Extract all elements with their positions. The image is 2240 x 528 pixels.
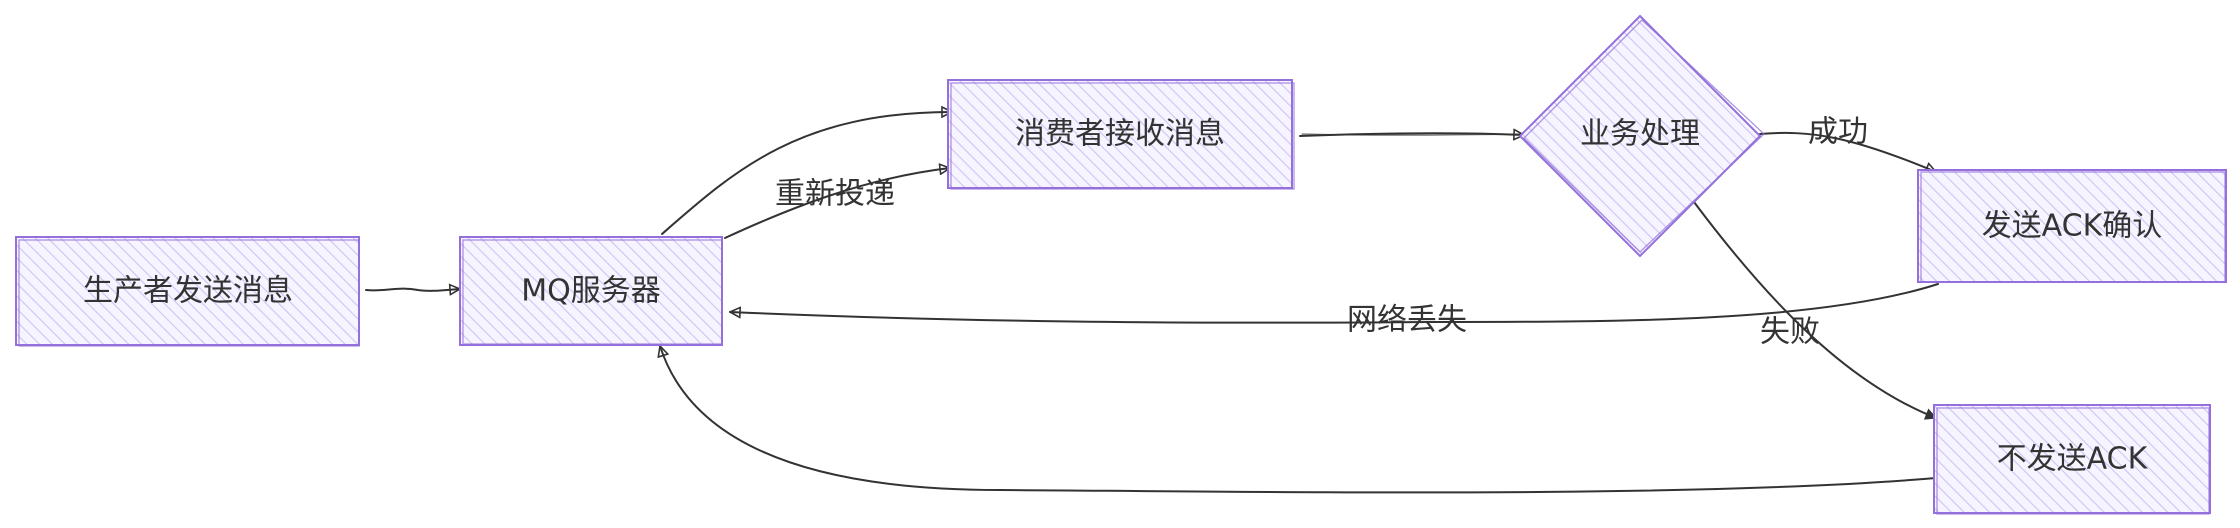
edge-consumer-to-business-sketch [1301,133,1523,136]
edge-business-to-ack [1759,131,1936,172]
business-label: 业务处理 [1580,117,1700,152]
node-producer: 生产者发送消息 [15,236,360,347]
consumer-label: 消费者接收消息 [1015,117,1225,152]
edge-ack-to-mq-network-lost [730,283,1939,324]
edge-producer-to-mq [365,289,460,291]
edge-mq-to-consumer-redeliver [724,168,950,239]
no-ack-label: 不发送ACK [1997,442,2149,477]
edges [365,112,1939,494]
node-mq-server: MQ服务器 [459,236,723,346]
send-ack-label: 发送ACK确认 [1982,209,2163,244]
edge-mq-to-consumer-upper [661,112,952,235]
producer-label: 生产者发送消息 [83,274,293,309]
edge-label-network-lost: 网络丢失 [1347,303,1467,338]
node-consumer: 消费者接收消息 [947,79,1295,190]
mq-server-label: MQ服务器 [521,274,661,309]
edge-label-success: 成功 [1808,115,1868,150]
edge-label-failure: 失败 [1760,315,1820,350]
node-send-ack: 发送ACK确认 [1917,169,2227,283]
edge-business-to-no-ack [1693,201,1936,418]
node-no-ack: 不发送ACK [1933,404,2211,515]
node-business-decision: 业务处理 [1518,14,1765,258]
edge-label-redeliver: 重新投递 [775,177,895,212]
edge-no-ack-to-mq [660,346,1937,494]
